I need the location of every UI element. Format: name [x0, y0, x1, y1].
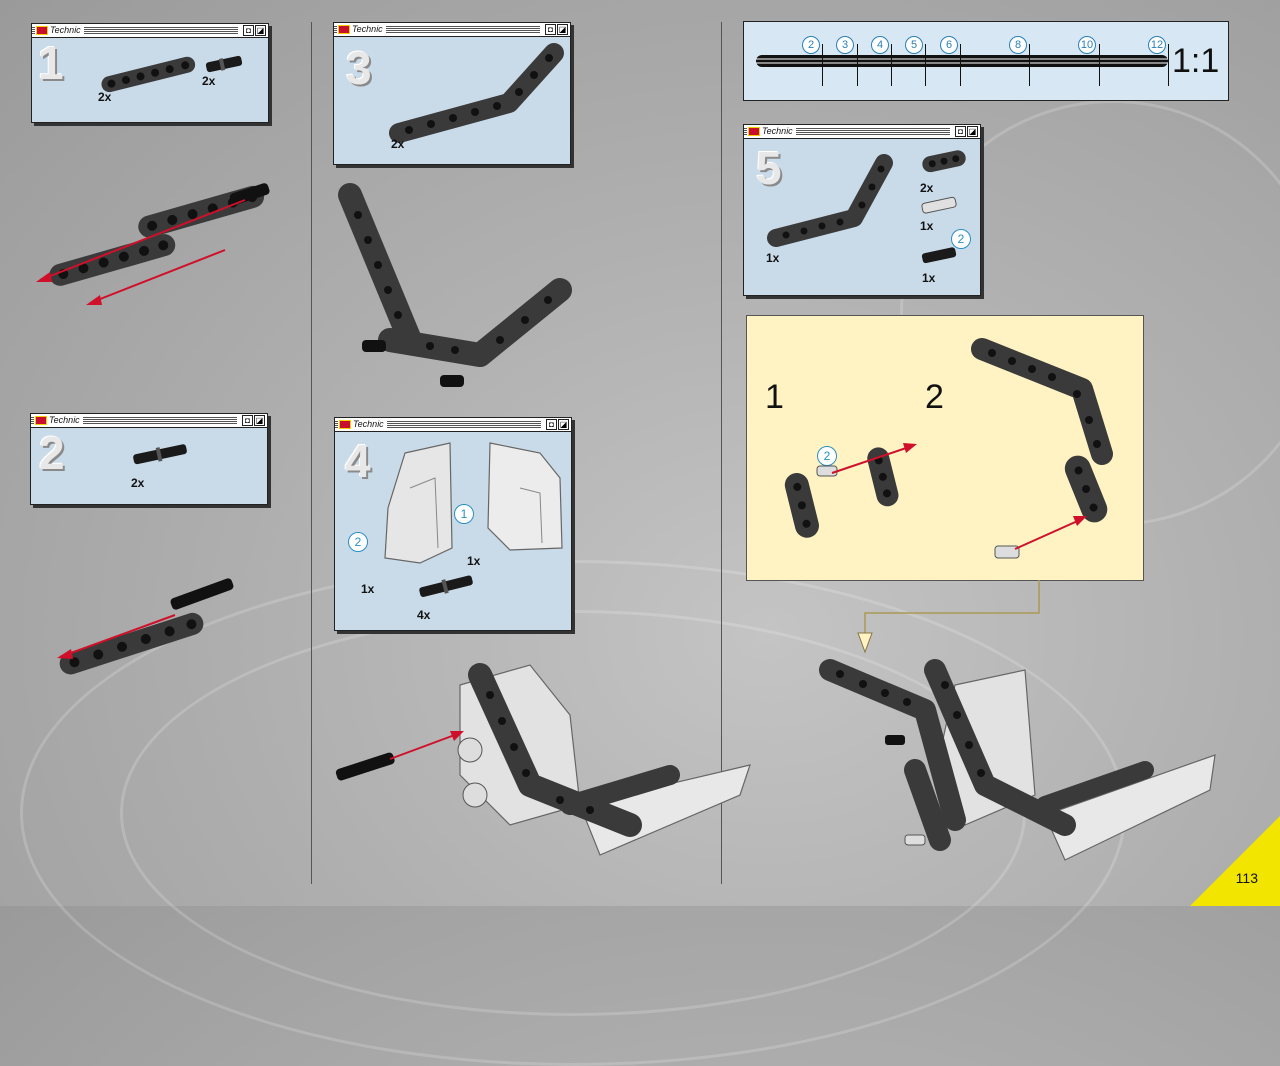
window-box-button: ◘	[546, 419, 557, 430]
scale-ruler: 2 3 4 5 6 8 10 12 1:1	[743, 21, 1229, 101]
window-box-button: ◘	[243, 25, 254, 36]
sub-assembly-badge: 1	[454, 504, 474, 524]
length-tick-label: 6	[940, 36, 958, 54]
page-number: 113	[1235, 870, 1258, 886]
step-2-parts-window: Technic ◘ ◪ 2 2x	[30, 413, 268, 505]
callout-substep-number: 1	[765, 378, 784, 416]
sub-assembly-callout: 1 2 2	[746, 315, 1144, 581]
lego-logo-icon	[338, 24, 350, 34]
tick-line	[925, 44, 926, 86]
short-beam-part-icon	[922, 150, 966, 173]
window-zoom-button: ◪	[557, 24, 568, 35]
step-number: 3	[346, 42, 372, 94]
length-tick-label: 4	[871, 36, 889, 54]
part-quantity: 1x	[361, 582, 375, 596]
step-4-assembly-illustration	[335, 663, 751, 856]
step-1-assembly-illustration	[36, 183, 270, 305]
length-tick-label: 8	[1009, 36, 1027, 54]
callout-substep-number: 2	[925, 378, 944, 416]
column-divider	[311, 22, 312, 884]
long-pin-part-icon	[133, 444, 187, 465]
length-tick-label: 10	[1078, 36, 1096, 54]
window-titlebar: Technic ◘ ◪	[32, 24, 268, 38]
tick-line	[822, 44, 823, 86]
part-quantity: 2x	[920, 181, 934, 195]
step-4-parts-window: Technic ◘ ◪ 4 1 2 1x 1x 4x	[334, 417, 572, 631]
step-5-parts-window: Technic ◘ ◪ 5 2 1x 2x 1x 1x	[743, 124, 981, 296]
bent-beam-part-icon	[767, 154, 893, 247]
tick-line	[1099, 44, 1100, 86]
window-brand: Technic	[762, 126, 793, 136]
part-quantity: 4x	[417, 608, 431, 622]
lego-logo-icon	[748, 126, 760, 136]
window-zoom-button: ◪	[967, 126, 978, 137]
window-titlebar: Technic ◘ ◪	[335, 418, 571, 432]
window-brand: Technic	[49, 415, 80, 425]
fairing-left-part-icon	[384, 442, 453, 564]
step-3-assembly-illustration	[338, 183, 572, 387]
step-number: 2	[39, 427, 65, 479]
long-pin-part-icon	[419, 575, 473, 597]
lego-logo-icon	[36, 25, 48, 35]
window-zoom-button: ◪	[558, 419, 569, 430]
sub-assembly-badge: 2	[951, 229, 971, 249]
callout-connector-arrow	[857, 580, 1040, 654]
scale-label: 1:1	[1172, 42, 1220, 80]
pin-part-icon	[205, 55, 243, 73]
window-titlebar: Technic ◘ ◪	[31, 414, 267, 428]
part-quantity: 2x	[98, 90, 112, 104]
ruler-axle-illustration	[756, 55, 1168, 67]
part-quantity: 1x	[467, 554, 481, 568]
length-tick-label: 2	[802, 36, 820, 54]
long-pin-part-icon	[921, 247, 957, 264]
beam-part-icon	[101, 56, 196, 93]
part-quantity: 1x	[766, 251, 780, 265]
sub-assembly-badge: 2	[348, 532, 368, 552]
length-tick-label: 3	[836, 36, 854, 54]
lego-logo-icon	[339, 419, 351, 429]
tick-line	[891, 44, 892, 86]
part-quantity: 2x	[391, 137, 405, 151]
step-3-parts-window: Technic ◘ ◪ 3 2x	[333, 22, 571, 165]
step-2-assembly-illustration	[57, 578, 234, 675]
callout-substep-2-illustration	[971, 338, 1113, 559]
final-assembly-illustration	[819, 659, 1216, 861]
step-number: 4	[345, 435, 371, 487]
part-quantity: 1x	[922, 271, 936, 285]
callout-substep-1-illustration	[784, 443, 917, 538]
part-quantity: 2x	[202, 74, 216, 88]
part-quantity: 2x	[131, 476, 145, 490]
lego-logo-icon	[35, 415, 47, 425]
tick-line	[857, 44, 858, 86]
window-brand: Technic	[50, 25, 81, 35]
fairing-right-part-icon	[487, 442, 563, 551]
tick-line	[960, 44, 961, 86]
step-1-parts-window: Technic ◘ ◪ 1 2x 2x	[31, 23, 269, 123]
part-quantity: 1x	[920, 219, 934, 233]
column-divider	[721, 22, 722, 884]
length-tick-label: 12	[1148, 36, 1166, 54]
window-box-button: ◘	[242, 415, 253, 426]
length-tick-label: 5	[905, 36, 923, 54]
step-number: 1	[38, 37, 64, 89]
tick-line	[1029, 44, 1030, 86]
window-brand: Technic	[353, 419, 384, 429]
step-number: 5	[756, 142, 782, 194]
window-brand: Technic	[352, 24, 383, 34]
window-box-button: ◘	[545, 24, 556, 35]
light-pin-part-icon	[921, 196, 957, 214]
window-box-button: ◘	[955, 126, 966, 137]
page-corner	[1190, 816, 1280, 906]
window-titlebar: Technic ◘ ◪	[744, 125, 980, 139]
bent-beam-part-icon	[389, 43, 564, 143]
window-zoom-button: ◪	[255, 25, 266, 36]
window-titlebar: Technic ◘ ◪	[334, 23, 570, 37]
tick-line	[1168, 44, 1169, 86]
window-zoom-button: ◪	[254, 415, 265, 426]
